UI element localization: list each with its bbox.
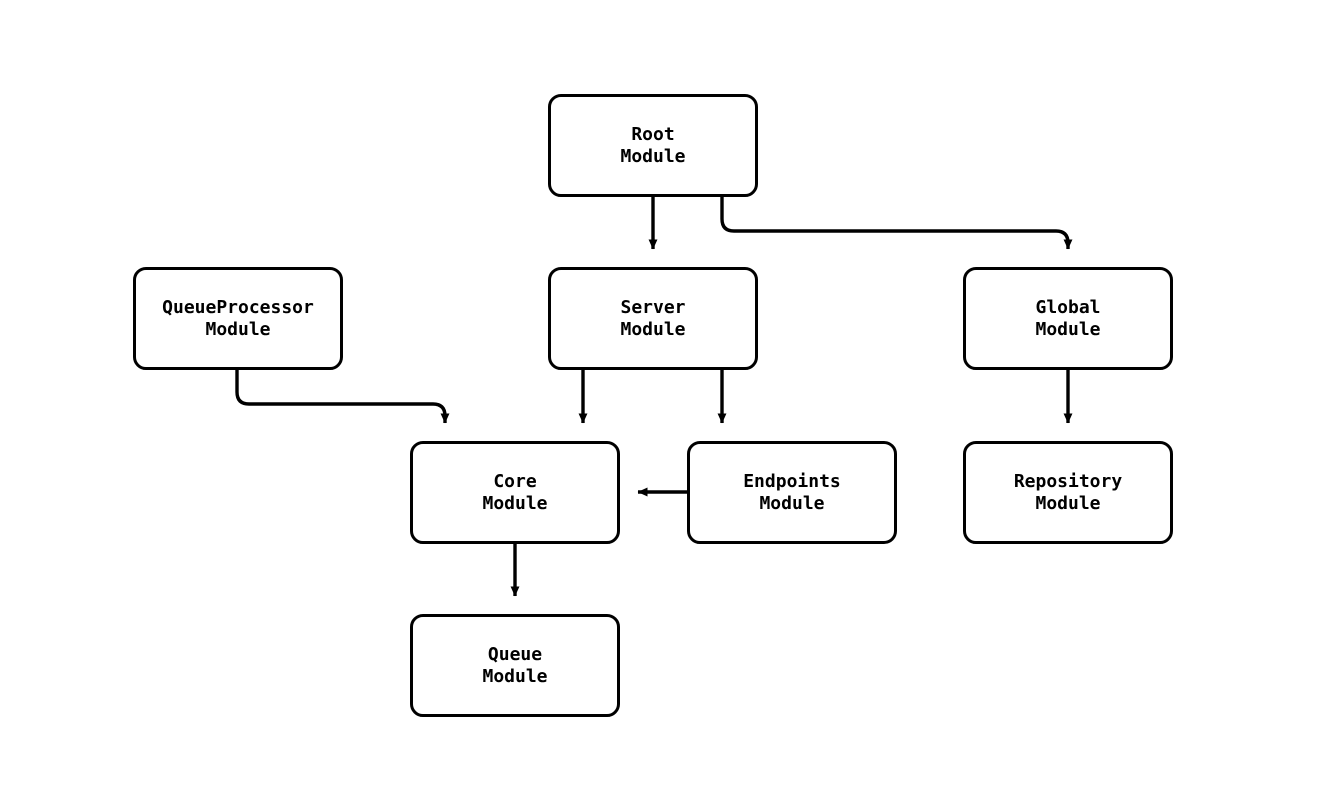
node-queue[interactable]: Queue Module [410, 614, 620, 717]
node-label-endpoints: Endpoints Module [743, 470, 841, 514]
node-label-root: Root Module [620, 123, 686, 167]
node-server[interactable]: Server Module [548, 267, 758, 370]
node-label-global: Global Module [1035, 296, 1101, 340]
node-label-repository: Repository Module [1013, 470, 1123, 514]
node-label-queue: Queue Module [482, 643, 548, 687]
node-core[interactable]: Core Module [410, 441, 620, 544]
node-root[interactable]: Root Module [548, 94, 758, 197]
node-label-queueprocessor: QueueProcessor Module [162, 296, 314, 340]
node-label-core: Core Module [482, 470, 548, 514]
node-queueprocessor[interactable]: QueueProcessor Module [133, 267, 343, 370]
node-endpoints[interactable]: Endpoints Module [687, 441, 897, 544]
node-repository[interactable]: Repository Module [963, 441, 1173, 544]
node-label-server: Server Module [620, 296, 686, 340]
edge-root-to-global [720, 197, 1073, 250]
node-global[interactable]: Global Module [963, 267, 1173, 370]
edge-queueprocessor-to-core [235, 370, 450, 424]
